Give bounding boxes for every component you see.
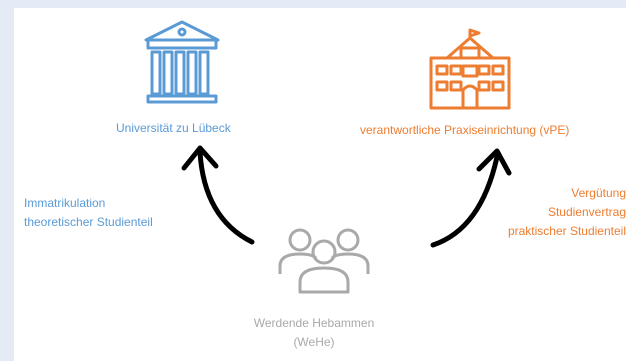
school-building-icon <box>429 28 511 110</box>
arrow-to-university <box>181 145 255 245</box>
students-label: Werdende Hebammen (WeHe) <box>229 314 399 352</box>
enrollment-note: Immatrikulation theoretischer Studientei… <box>24 194 153 232</box>
arrow-to-practice <box>430 148 512 248</box>
enrollment-line-1: Immatrikulation <box>24 196 106 210</box>
students-label-line-1: Werdende Hebammen <box>253 316 375 330</box>
contract-line-3: praktischer Studienteil <box>507 224 626 238</box>
university-label: Universität zu Lübeck <box>116 121 231 135</box>
contract-line-1: Vergütung <box>571 186 626 200</box>
people-group-icon <box>278 228 370 294</box>
students-label-line-2: (WeHe) <box>293 335 335 349</box>
university-building-icon <box>144 20 220 104</box>
diagram-canvas: Universität zu Lübeck verantwortliche Pr… <box>14 8 626 361</box>
enrollment-line-2: theoretischer Studienteil <box>24 215 153 229</box>
contract-line-2: Studienvertrag <box>547 205 626 219</box>
practice-institution-label: verantwortliche Praxiseinrichtung (vPE) <box>360 123 570 137</box>
contract-note: Vergütung Studienvertrag praktischer Stu… <box>508 184 626 241</box>
